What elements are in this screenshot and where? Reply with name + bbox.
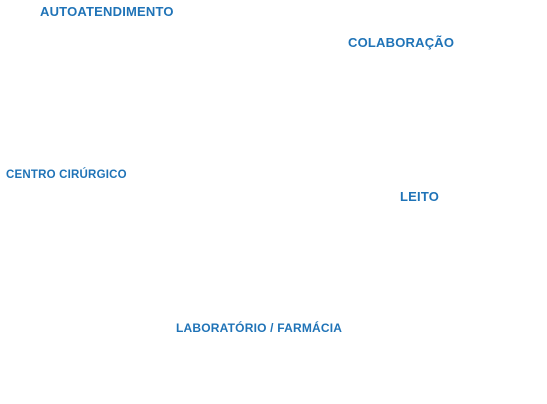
label-colaboracao: COLABORAÇÃO [348,35,455,50]
label-autoatendimento: AUTOATENDIMENTO [40,4,174,19]
label-leito: LEITO [400,189,440,204]
label-centro-cirurgico: CENTRO CIRÚRGICO [6,169,127,181]
label-laboratorio-farmacia: LABORATÓRIO / FARMÁCIA [176,321,343,335]
